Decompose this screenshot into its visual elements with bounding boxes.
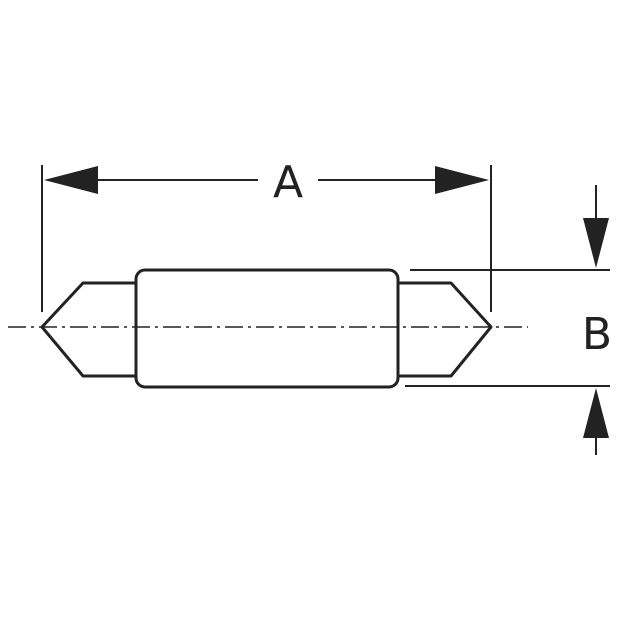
arrowhead-a-right: [435, 166, 489, 194]
bulb-right-end-cap: [398, 281, 493, 378]
bulb-left-end-cap: [40, 281, 136, 378]
arrowhead-b-top: [583, 218, 609, 268]
arrowhead-a-left: [44, 166, 98, 194]
bulb-glass-body: [134, 268, 400, 389]
dimension-label-a: A: [273, 157, 303, 208]
arrowhead-b-bottom: [583, 388, 609, 438]
dimension-label-b: B: [582, 309, 612, 360]
festoon-bulb: [40, 268, 493, 389]
